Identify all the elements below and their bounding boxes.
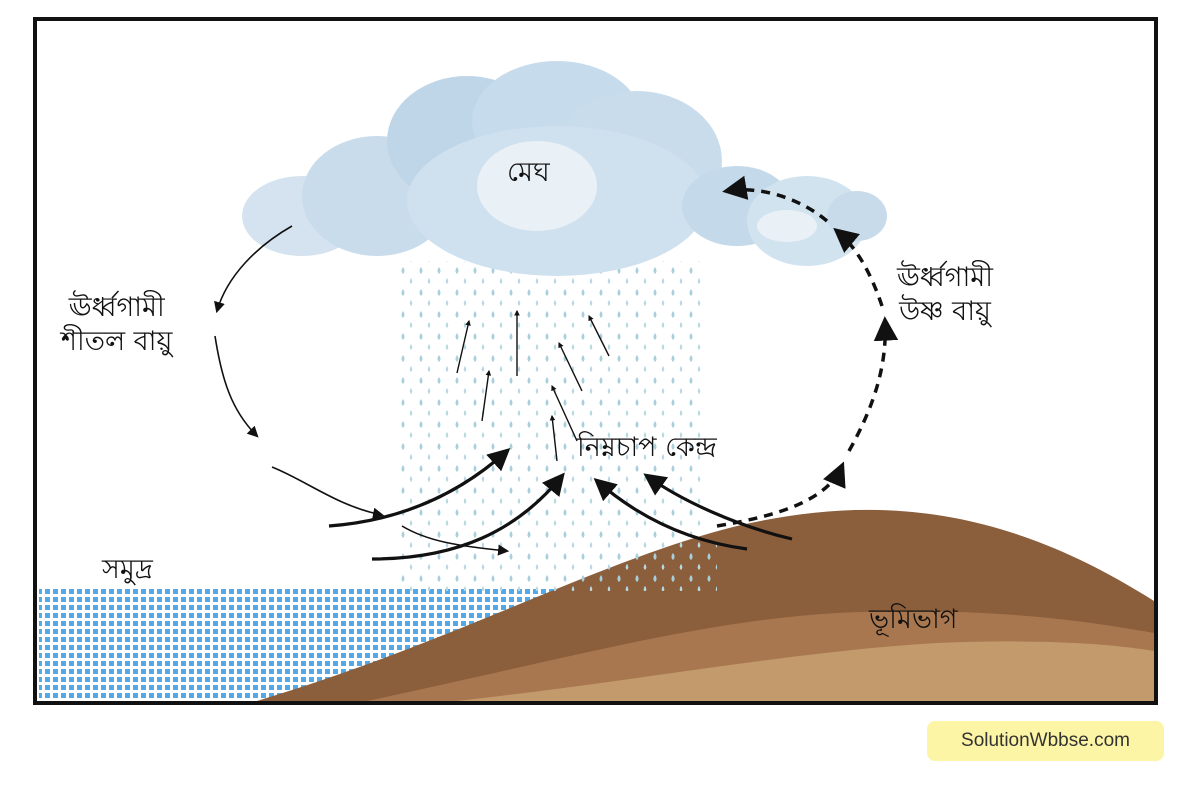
low-pressure-label: নিম্নচাপ কেন্দ্র [577, 432, 717, 463]
warm-air-label: ঊর্ধ্বগামী উষ্ণ বায়ু [897, 261, 993, 329]
rain-column [397, 261, 707, 591]
cold-air-label-line1: ঊর্ধ্বগামী [68, 292, 165, 323]
warm-air-arrow-top [722, 175, 829, 223]
diagram-canvas [39, 61, 1154, 701]
warm-air-arrows [716, 175, 899, 528]
land-label: ভূমিভাগ [869, 604, 958, 635]
warm-air-arrow-up [833, 227, 884, 307]
cloud [242, 61, 887, 276]
cold-air-arrows [214, 225, 510, 556]
cold-air-label-line2: শীতল বায়ু [61, 325, 173, 357]
converging-arrows [328, 448, 793, 561]
converge-arrow-4 [643, 473, 793, 541]
converge-arrow-3 [593, 478, 748, 551]
converge-arrow-1 [328, 448, 511, 528]
diagram-frame: মেঘ ঊর্ধ্বগামী শীতল বায়ু ঊর্ধ্বগামী উষ্… [33, 17, 1158, 705]
rain-over-land [617, 541, 717, 591]
cold-air-label: ঊর্ধ্বগামী শীতল বায়ু [61, 291, 172, 359]
cold-air-arrow-top [214, 225, 293, 314]
warm-air-label-line2: উষ্ণ বায়ু [899, 295, 991, 327]
sea-label: সমুদ্র [102, 554, 153, 585]
cold-air-arrow-mid [214, 335, 259, 438]
warm-air-arrow-mid [847, 316, 899, 452]
watermark-badge: SolutionWbbse.com [927, 721, 1164, 761]
warm-air-arrow-low [716, 461, 846, 528]
cold-air-arrow-bottom [401, 525, 510, 556]
warm-air-label-line1: ঊর্ধ্বগামী [897, 262, 994, 293]
land [257, 509, 1154, 701]
cold-air-arrow-low [271, 466, 385, 519]
converge-arrow-2 [371, 472, 565, 561]
rising-arrows [456, 309, 610, 462]
cloud-label: মেঘ [507, 157, 550, 188]
